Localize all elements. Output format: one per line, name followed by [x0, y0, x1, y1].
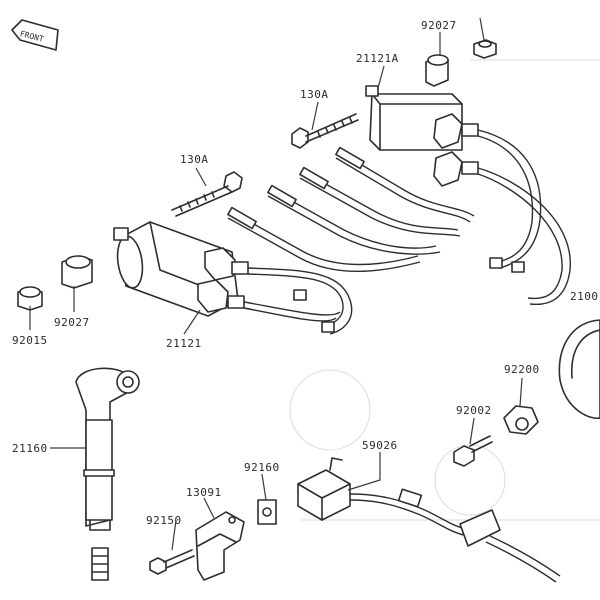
callout-130A-left: 130A [180, 153, 209, 166]
bolt-130A-top-icon [291, 113, 359, 149]
bushing-top-right-icon [473, 39, 497, 59]
callout-92015: 92015 [12, 334, 48, 347]
callout-92160: 92160 [244, 461, 280, 474]
bushing-92015-icon [17, 286, 43, 311]
front-label: FRONT [19, 29, 45, 44]
callout-92150: 92150 [146, 514, 182, 527]
background-ghost-lines [289, 59, 600, 521]
pickup-cover-icon [558, 319, 600, 420]
callout-2100: 2100 [570, 290, 599, 303]
sensor-59026 [297, 457, 561, 583]
collar-92027-top-icon [425, 54, 449, 87]
callout-21121: 21121 [166, 337, 202, 350]
callout-92027-left: 92027 [54, 316, 90, 329]
spark-plug-cap-21160 [75, 367, 140, 531]
callout-92200: 92200 [504, 363, 540, 376]
bracket-13091-icon [195, 511, 245, 581]
leader-lines [29, 17, 523, 551]
callout-92027-top: 92027 [421, 19, 457, 32]
callout-labels: 92027 21121A 130A 130A 92015 92027 21121… [12, 19, 599, 527]
screw-92150-icon [149, 549, 195, 575]
bolt-92002-icon [453, 435, 493, 467]
front-arrow-icon: FRONT [11, 19, 59, 51]
ignition-leads [227, 129, 571, 335]
callout-59026: 59026 [362, 439, 398, 452]
collar-92027-left-icon [61, 255, 93, 289]
callout-130A-top: 130A [300, 88, 329, 101]
grommet-92160-icon [257, 499, 277, 525]
callout-21121A: 21121A [356, 52, 399, 65]
callout-21160: 21160 [12, 442, 48, 455]
callout-13091: 13091 [186, 486, 222, 499]
callout-92002: 92002 [456, 404, 492, 417]
bolt-130A-left-icon [171, 171, 243, 217]
nut-92200-icon [503, 405, 539, 435]
ignition-coil-21121 [113, 221, 249, 317]
ignition-coil-21121A [365, 85, 479, 187]
spark-plug-icon [91, 547, 109, 581]
